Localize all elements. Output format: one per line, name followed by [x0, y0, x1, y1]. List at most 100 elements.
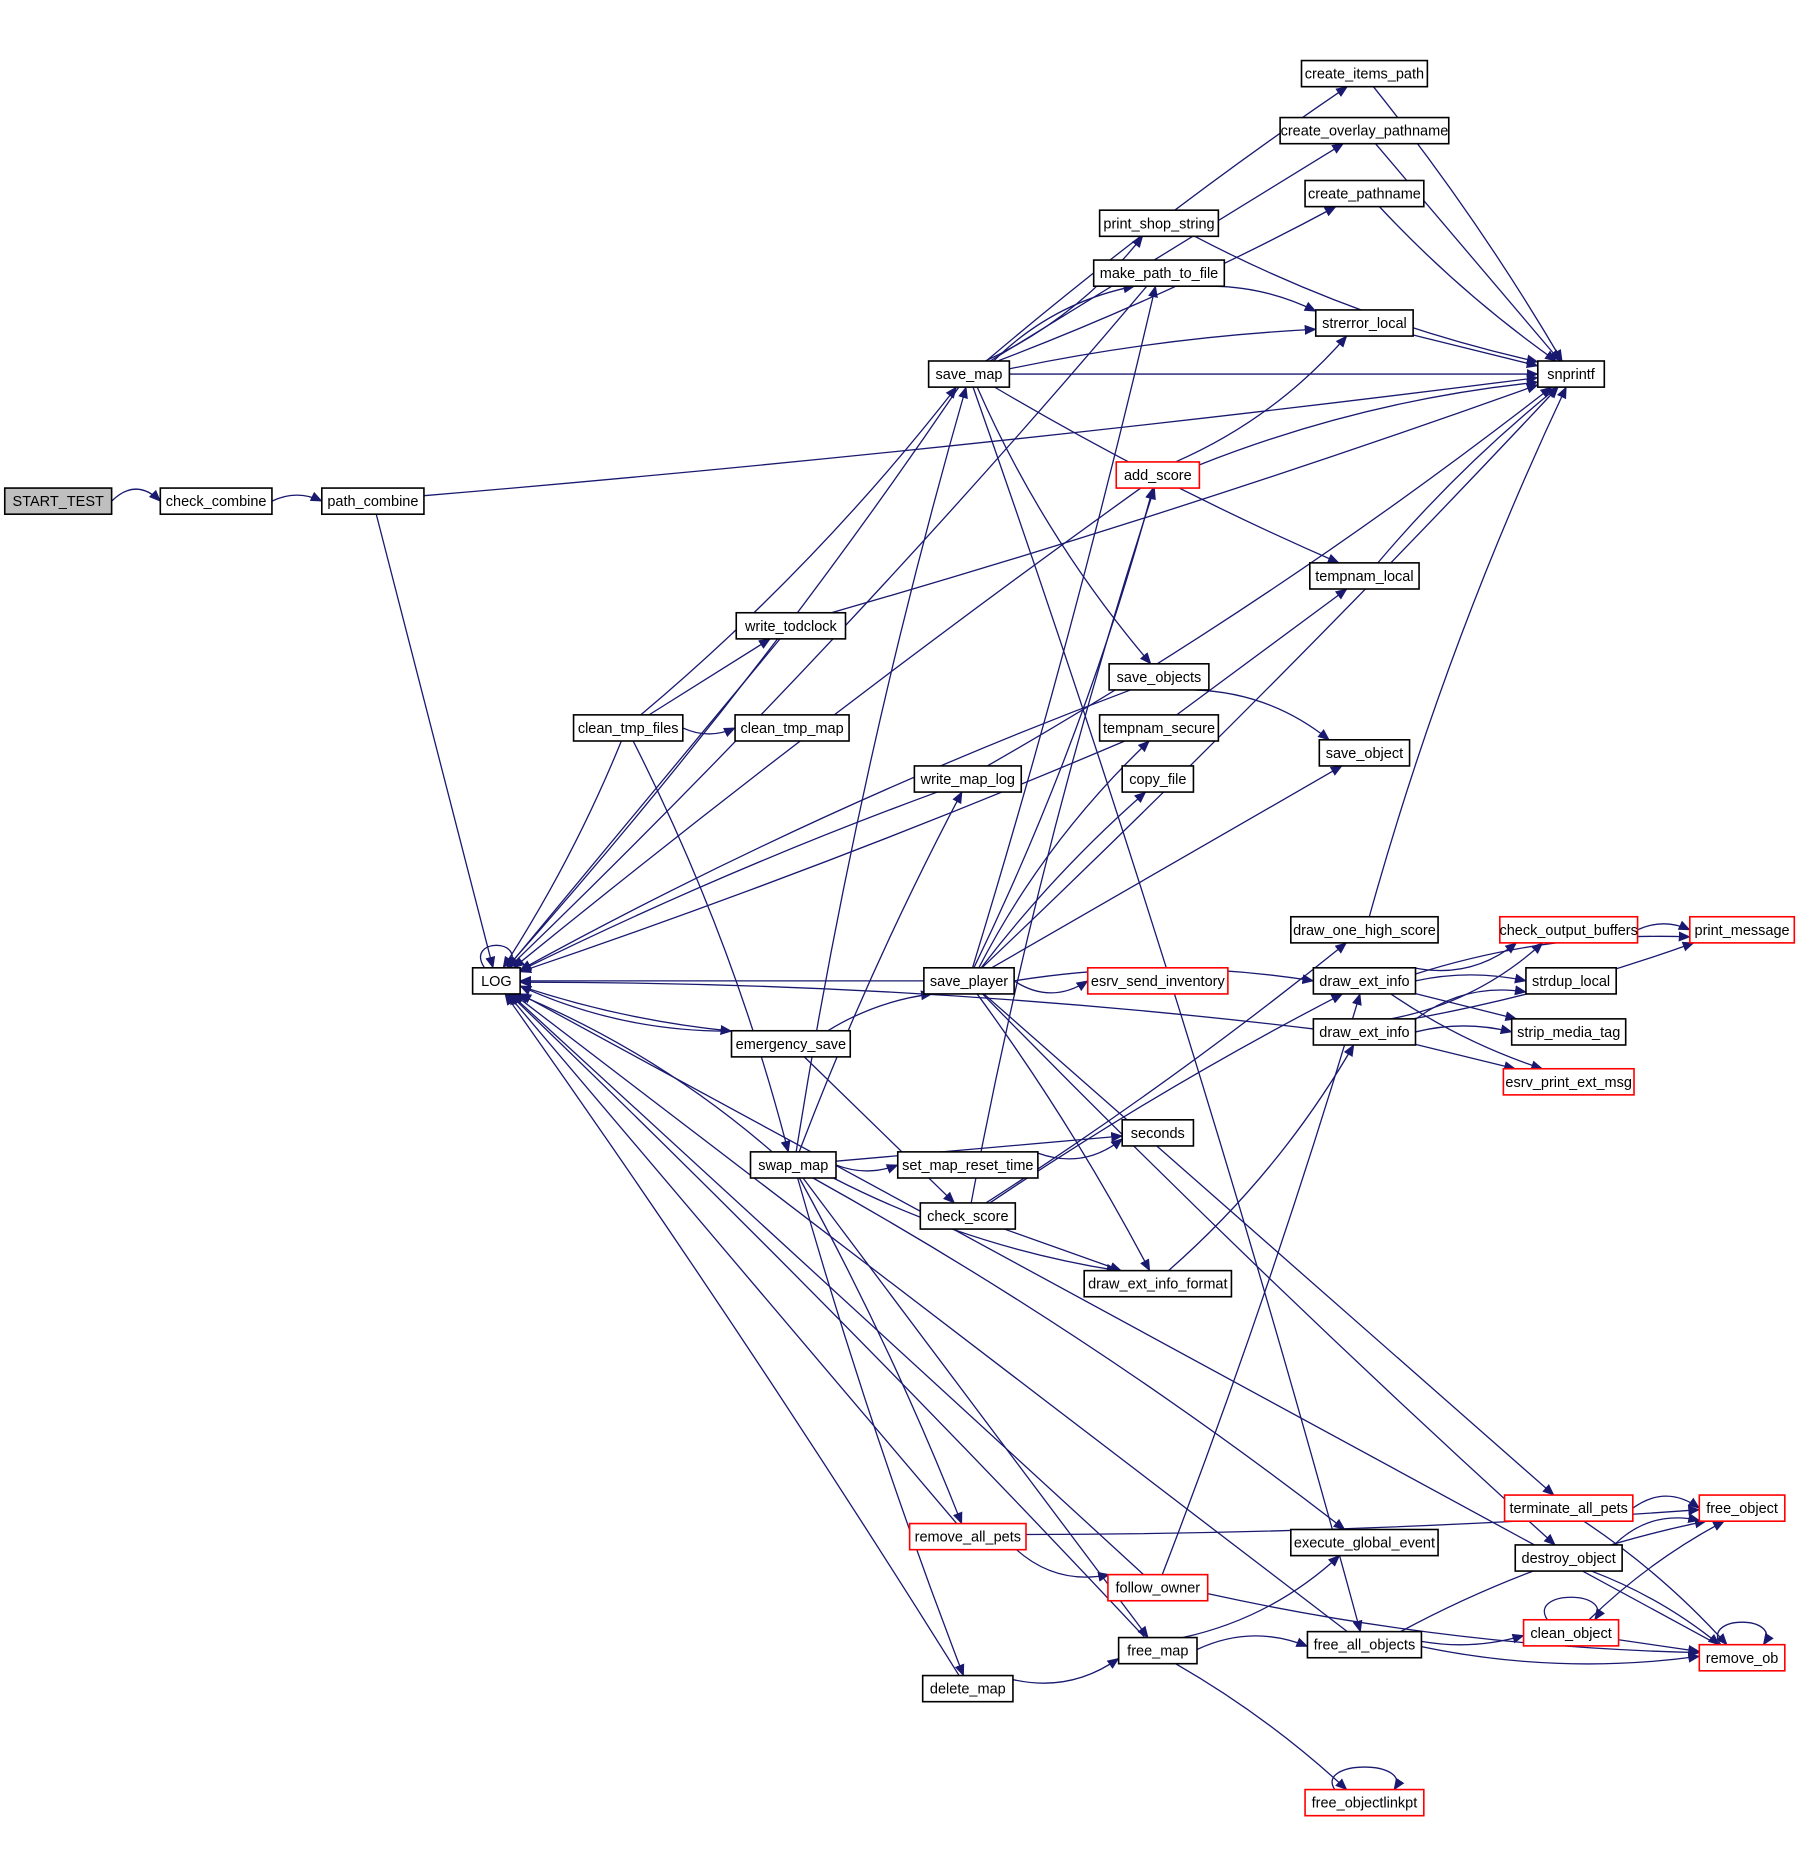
edge-save_player-to-add_score: [973, 487, 1155, 969]
node-strip-media-tag[interactable]: strip_media_tag: [1510, 1018, 1627, 1046]
node-check-combine[interactable]: check_combine: [159, 487, 273, 515]
edge-save_player-to-make_path_to_file: [971, 285, 1158, 969]
node-check-output-buffers[interactable]: check_output_buffers: [1499, 915, 1639, 944]
node-label: check_score: [927, 1209, 1008, 1225]
node-create-pathname[interactable]: create_pathname: [1304, 179, 1425, 208]
node-box: [921, 1674, 1014, 1703]
node-strerror-local[interactable]: strerror_local: [1314, 309, 1414, 337]
edge-check_output_buffers-to-print_message: [1637, 920, 1691, 931]
node-remove-all-pets[interactable]: remove_all_pets: [908, 1522, 1027, 1551]
edge-emergency_save-to-check_score: [803, 1056, 956, 1204]
node-label: strdup_local: [1532, 974, 1610, 990]
edge-remove_all_pets-to-follow_owner: [1015, 1549, 1111, 1582]
node-clean-tmp-files[interactable]: clean_tmp_files: [572, 714, 684, 742]
edge-draw_ext_info_2-to-check_output_buffers: [1390, 942, 1544, 1020]
node-box: [730, 1029, 852, 1058]
node-box: [734, 714, 850, 742]
node-free-object[interactable]: free_object: [1698, 1494, 1786, 1522]
node-label: draw_ext_info_format: [1088, 1277, 1227, 1293]
node-save-objects[interactable]: save_objects: [1108, 663, 1210, 691]
node-strdup-local[interactable]: strdup_local: [1525, 967, 1617, 995]
edge-save_player-to-destroy_object: [982, 993, 1556, 1546]
node-box: [927, 360, 1011, 388]
node-label: free_all_objects: [1314, 1638, 1416, 1654]
node-save-object[interactable]: save_object: [1318, 739, 1411, 767]
edge-make_path_to_file-to-strerror_local: [1212, 285, 1317, 312]
node-draw-ext-info-1[interactable]: draw_ext_info: [1312, 967, 1417, 995]
edge-clean_tmp_files-to-clean_tmp_map: [682, 727, 736, 738]
node-tempnam-local[interactable]: tempnam_local: [1309, 562, 1420, 590]
node-label: clean_object: [1530, 1626, 1611, 1642]
node-print-message[interactable]: print_message: [1689, 915, 1796, 944]
node-LOG[interactable]: LOG: [471, 967, 521, 995]
node-check-score[interactable]: check_score: [919, 1202, 1017, 1230]
node-create-items-path[interactable]: create_items_path: [1300, 59, 1429, 88]
node-box: [1092, 259, 1226, 287]
node-clean-object[interactable]: clean_object: [1522, 1618, 1620, 1647]
node-swap-map[interactable]: swap_map: [749, 1151, 837, 1179]
edge-save_map-to-strerror_local: [1009, 324, 1317, 370]
node-emergency-save[interactable]: emergency_save: [730, 1029, 852, 1058]
node-save-player[interactable]: save_player: [923, 967, 1015, 995]
node-clean-tmp-map[interactable]: clean_tmp_map: [734, 714, 850, 742]
node-label: draw_ext_info: [1319, 1025, 1409, 1041]
node-draw-one-high-score[interactable]: draw_one_high_score: [1290, 915, 1439, 944]
edge-free_all_objects-to-LOG: [512, 993, 1348, 1633]
node-START-TEST[interactable]: START_TEST: [3, 487, 113, 515]
node-label: set_map_reset_time: [902, 1158, 1033, 1174]
node-set-map-reset-time[interactable]: set_map_reset_time: [896, 1151, 1039, 1179]
node-box: [913, 765, 1023, 793]
node-execute-global-event[interactable]: execute_global_event: [1290, 1528, 1439, 1557]
node-add-score[interactable]: add_score: [1115, 461, 1201, 489]
node-label: seconds: [1131, 1126, 1185, 1142]
node-draw-ext-info-2[interactable]: draw_ext_info: [1312, 1018, 1417, 1046]
node-label: check_output_buffers: [1499, 923, 1637, 939]
node-label: tempnam_secure: [1103, 721, 1215, 737]
node-free-map[interactable]: free_map: [1117, 1636, 1198, 1665]
node-label: follow_owner: [1115, 1581, 1200, 1597]
node-follow-owner[interactable]: follow_owner: [1107, 1573, 1209, 1602]
node-box: [471, 967, 521, 995]
node-save-map[interactable]: save_map: [927, 360, 1011, 388]
node-remove-ob[interactable]: remove_ob: [1698, 1643, 1786, 1672]
edge-save_objects-to-LOG: [519, 689, 1131, 971]
node-free-objectlinkpt[interactable]: free_objectlinkpt: [1304, 1788, 1425, 1817]
node-box: [572, 714, 684, 742]
node-draw-ext-info-format[interactable]: draw_ext_info_format: [1083, 1269, 1233, 1298]
node-copy-file[interactable]: copy_file: [1121, 765, 1195, 793]
edge-free_map-to-execute_global_event: [1182, 1554, 1341, 1639]
node-tempnam-secure[interactable]: tempnam_secure: [1098, 714, 1220, 742]
edge-check_score-to-draw_ext_info_1: [989, 993, 1344, 1204]
node-path-combine[interactable]: path_combine: [321, 487, 425, 515]
edge-draw_ext_info_2-to-strip_media_tag: [1415, 1024, 1513, 1035]
node-label: esrv_print_ext_msg: [1505, 1075, 1632, 1091]
node-free-all-objects[interactable]: free_all_objects: [1306, 1630, 1423, 1659]
node-box: [735, 611, 847, 640]
node-box: [896, 1151, 1039, 1179]
edge-draw_ext_info_1-to-strdup_local: [1415, 973, 1527, 984]
edge-draw_ext_info_2-to-LOG: [519, 977, 1314, 1030]
edge-create_pathname-to-snprintf: [1378, 206, 1557, 362]
node-label: make_path_to_file: [1100, 266, 1219, 282]
node-destroy-object[interactable]: destroy_object: [1514, 1544, 1623, 1572]
node-label: print_shop_string: [1103, 216, 1214, 232]
node-box: [1312, 1018, 1417, 1046]
node-seconds[interactable]: seconds: [1121, 1119, 1195, 1147]
node-box: [159, 487, 273, 515]
edge-follow_owner-to-draw_ext_info_1: [1161, 992, 1362, 1575]
node-esrv-send-inventory[interactable]: esrv_send_inventory: [1086, 967, 1229, 995]
node-write-todclock[interactable]: write_todclock: [735, 611, 847, 640]
node-esrv-print-ext-msg[interactable]: esrv_print_ext_msg: [1502, 1067, 1635, 1096]
node-terminate-all-pets[interactable]: terminate_all_pets: [1503, 1494, 1634, 1522]
node-snprintf[interactable]: snprintf: [1537, 360, 1606, 388]
edge-draw_ext_info_format-to-draw_ext_info_2: [1168, 1044, 1355, 1272]
node-box: [1503, 1494, 1634, 1522]
node-create-overlay-pathname[interactable]: create_overlay_pathname: [1279, 116, 1450, 145]
edge-save_map-to-create_pathname: [997, 206, 1337, 362]
node-write-map-log[interactable]: write_map_log: [913, 765, 1023, 793]
node-print-shop-string[interactable]: print_shop_string: [1098, 209, 1220, 238]
edge-terminate_all_pets-to-remove_ob: [1583, 1520, 1728, 1646]
node-delete-map[interactable]: delete_map: [921, 1674, 1014, 1703]
node-make-path-to-file[interactable]: make_path_to_file: [1092, 259, 1226, 287]
